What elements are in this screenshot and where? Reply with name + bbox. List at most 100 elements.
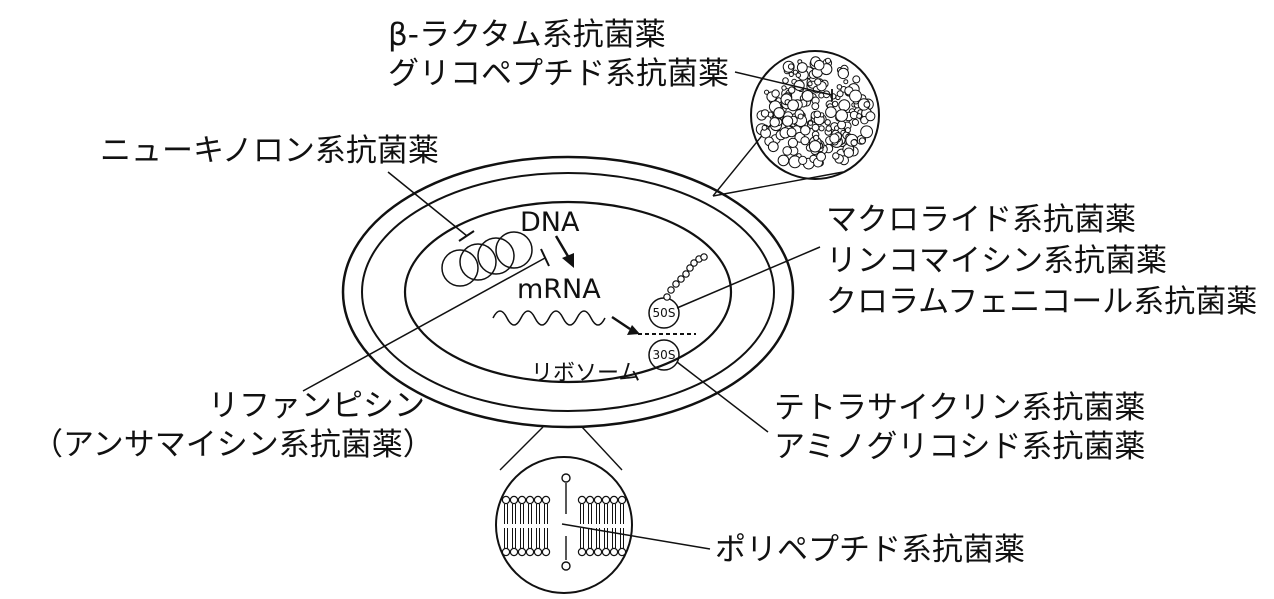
peptidoglycan-unit bbox=[813, 110, 822, 119]
lipid-head bbox=[517, 547, 527, 557]
polypeptide-pointer bbox=[561, 523, 711, 550]
peptidoglycan-unit bbox=[825, 125, 832, 132]
lipid-head bbox=[609, 495, 619, 505]
peptidoglycan-unit bbox=[813, 59, 825, 71]
lipid-head bbox=[525, 495, 535, 505]
amino-acid-bead bbox=[677, 275, 685, 283]
peptidoglycan-unit bbox=[800, 125, 811, 136]
lipid-head bbox=[501, 547, 511, 557]
peptidoglycan-unit bbox=[814, 78, 822, 86]
label-mrna: mRNA bbox=[517, 274, 601, 305]
lipid-head bbox=[533, 547, 543, 557]
peptidoglycan-unit bbox=[771, 89, 780, 98]
label-50s: 50S bbox=[653, 306, 676, 320]
cell-wall-inner bbox=[361, 172, 775, 412]
peptidoglycan-mesh bbox=[755, 56, 876, 170]
lipid-head bbox=[509, 547, 519, 557]
ribosome-30s bbox=[648, 339, 680, 371]
lipid-head bbox=[517, 495, 527, 505]
peptidoglycan-unit bbox=[851, 118, 860, 127]
peptidoglycan-unit bbox=[811, 123, 820, 132]
label-ansamycin: （アンサマイシン系抗菌薬） bbox=[32, 427, 434, 463]
peptidoglycan-unit bbox=[808, 140, 822, 153]
lipid-head bbox=[525, 547, 535, 557]
peptidoglycan-unit bbox=[787, 137, 799, 148]
peptidoglycan-unit bbox=[829, 133, 840, 144]
peptidoglycan-unit bbox=[856, 113, 862, 119]
lipid-head bbox=[577, 547, 587, 557]
lipid-head bbox=[617, 495, 627, 505]
label-beta-lactam: β-ラクタム系抗菌薬 bbox=[388, 17, 666, 53]
label-polypeptide: ポリペプチド系抗菌薬 bbox=[715, 532, 1025, 568]
peptidoglycan-unit bbox=[782, 77, 789, 84]
peptidoglycan-unit bbox=[825, 57, 831, 64]
peptidoglycan-unit bbox=[793, 80, 805, 91]
lipid-head bbox=[585, 495, 595, 505]
translation-arrow bbox=[611, 315, 631, 331]
peptidoglycan-unit bbox=[769, 117, 780, 128]
peptidoglycan-unit bbox=[843, 147, 854, 158]
amino-acid-bead bbox=[700, 253, 708, 261]
peptidoglycan-unit bbox=[798, 155, 808, 165]
amino-acid-bead bbox=[667, 286, 675, 294]
transcription-arrow bbox=[554, 235, 571, 259]
mrna-strand bbox=[492, 310, 606, 326]
peptidoglycan-unit bbox=[818, 92, 825, 99]
label-aminoglycoside: アミノグリコシド系抗菌薬 bbox=[774, 429, 1145, 465]
peptidoglycan-unit bbox=[760, 109, 770, 118]
peptidoglycan-unit bbox=[764, 89, 770, 95]
peptidoglycan-unit bbox=[796, 62, 808, 73]
peptidoglycan-unit bbox=[807, 81, 813, 87]
peptidoglycan-unit bbox=[782, 146, 793, 156]
lipid-head bbox=[601, 547, 611, 557]
peptidoglycan-unit bbox=[788, 86, 796, 94]
peptidoglycan-unit bbox=[786, 127, 797, 138]
peptidoglycan-unit bbox=[849, 89, 862, 103]
amino-acid-bead bbox=[690, 259, 698, 267]
peptidoglycan-unit bbox=[860, 125, 873, 139]
lipid-bilayer bbox=[501, 495, 627, 557]
peptidoglycan-unit bbox=[836, 90, 844, 98]
peptidoglycan-zoom bbox=[712, 50, 880, 197]
peptidoglycan-unit bbox=[801, 90, 814, 102]
amino-acid-bead bbox=[686, 264, 694, 272]
lipid-head bbox=[585, 547, 595, 557]
label-glycopeptide: グリコペプチド系抗菌薬 bbox=[388, 56, 729, 92]
lipid-head bbox=[509, 495, 519, 505]
tetracycline-pointer bbox=[676, 361, 769, 433]
peptidoglycan-unit bbox=[837, 67, 849, 80]
lipid-head bbox=[593, 495, 603, 505]
amino-acid-bead bbox=[682, 270, 690, 278]
label-lincomycin: リンコマイシン系抗菌薬 bbox=[826, 243, 1167, 279]
peptidoglycan-unit bbox=[773, 107, 785, 119]
peptidoglycan-unit bbox=[800, 136, 810, 146]
label-chloramphenicol: クロラムフェニコール系抗菌薬 bbox=[826, 284, 1257, 320]
peptidoglycan-unit bbox=[858, 137, 866, 145]
peptidoglycan-unit bbox=[777, 154, 790, 167]
peptidoglycan-unit bbox=[767, 141, 779, 153]
peptidoglycan-unit bbox=[795, 72, 801, 78]
peptidoglycan-unit bbox=[813, 134, 820, 141]
lipid-head bbox=[593, 547, 603, 557]
rifampicin-inhibition-line bbox=[302, 257, 546, 392]
ribosome bbox=[638, 253, 708, 371]
peptidoglycan-unit bbox=[825, 106, 837, 118]
label-tetracycline: テトラサイクリン系抗菌薬 bbox=[774, 390, 1145, 426]
lipid-head bbox=[577, 495, 587, 505]
label-ribosome: リボソーム bbox=[531, 361, 640, 386]
peptidoglycan-unit bbox=[843, 79, 849, 85]
peptidoglycan-unit bbox=[781, 85, 787, 91]
peptidoglycan-unit bbox=[863, 101, 871, 108]
lipid-head bbox=[501, 495, 511, 505]
lipid-head bbox=[541, 547, 551, 557]
lipid-head bbox=[533, 495, 543, 505]
peptidoglycan-unit bbox=[837, 120, 847, 130]
peptidoglycan-unit bbox=[838, 99, 851, 112]
cell-wall-outer bbox=[341, 155, 795, 429]
peptidoglycan-unit bbox=[811, 102, 820, 111]
lipid-head bbox=[617, 547, 627, 557]
peptidoglycan-unit bbox=[852, 75, 861, 84]
peptidoglycan-unit bbox=[788, 71, 794, 78]
peptidoglycan-unit bbox=[782, 115, 794, 127]
